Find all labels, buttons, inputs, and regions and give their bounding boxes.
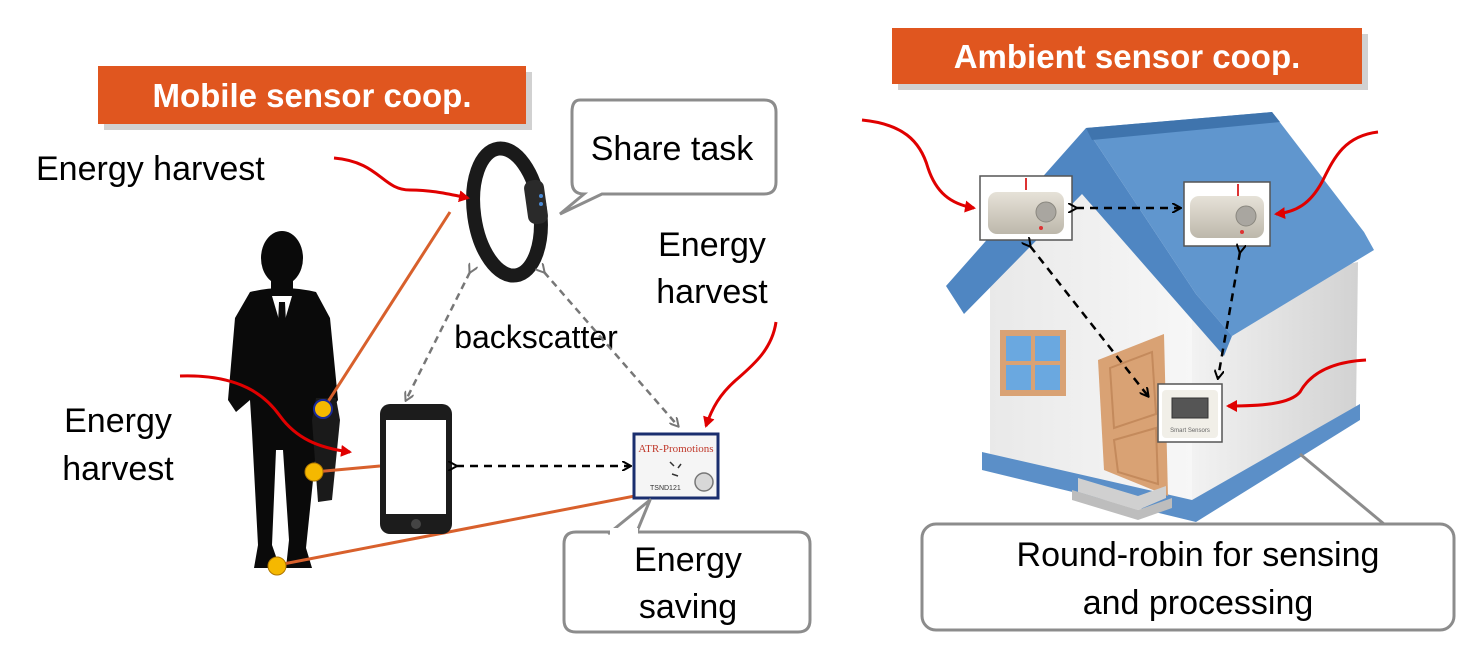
- link-sensor-right-thermostat: [1218, 252, 1240, 378]
- fitness-band-icon: [466, 141, 548, 283]
- energy-saving-label-1: Energy: [634, 541, 742, 579]
- share-task-label: Share task: [591, 130, 755, 168]
- round-robin-label-1: Round-robin for sensing: [1017, 536, 1380, 574]
- joint-dot-wrist: [313, 399, 333, 419]
- sensor-tag-icon: ATR-Promotions TSND121: [632, 432, 720, 500]
- thermostat-sensor-icon: Smart Sensors: [1157, 383, 1223, 443]
- harvest-arrow-thermostat: [1226, 358, 1367, 412]
- ambient-title: Ambient sensor coop.: [954, 38, 1301, 75]
- mobile-panel: Mobile sensor coop. Share task: [36, 66, 812, 634]
- link-pocket-to-phone: [313, 464, 381, 474]
- round-robin-callout: Round-robin for sensing and processing: [920, 452, 1456, 632]
- sensor-tag-model: TSND121: [650, 485, 681, 492]
- ambient-sensor-right-icon: [1183, 181, 1271, 247]
- energy-saving-callout: Energy saving: [562, 498, 812, 634]
- person-silhouette-icon: [228, 231, 340, 568]
- energy-saving-label-2: saving: [639, 588, 737, 626]
- energy-harvest-right-label-1: Energy: [658, 226, 766, 264]
- energy-harvest-left-label-1: Energy: [64, 402, 172, 440]
- link-ankle-to-tag: [277, 493, 641, 567]
- joint-dot-ankle: [267, 556, 287, 576]
- mobile-title-banner: [98, 66, 526, 124]
- harvest-arrow-sensor-right: [1274, 130, 1379, 220]
- harvest-arrow-band: [333, 156, 470, 203]
- mobile-title: Mobile sensor coop.: [152, 77, 471, 114]
- sensor-tag-brand: ATR-Promotions: [638, 443, 713, 455]
- harvest-arrow-tag: [703, 321, 778, 428]
- ambient-panel: Ambient sensor coop.: [861, 28, 1456, 632]
- link-sensor-left-thermostat: [1030, 246, 1148, 396]
- link-wrist-to-band: [322, 211, 452, 409]
- ambient-sensor-left-icon: [979, 175, 1073, 241]
- harvest-arrow-sensor-left: [861, 118, 976, 213]
- joint-dot-pocket: [304, 462, 324, 482]
- backscatter-link-band-tag: [544, 272, 678, 426]
- energy-harvest-right-label-2: harvest: [656, 273, 768, 311]
- harvest-arrow-phone: [179, 374, 352, 457]
- round-robin-label-2: and processing: [1083, 584, 1314, 622]
- energy-harvest-left-label-2: harvest: [62, 450, 174, 488]
- share-task-callout: Share task: [559, 98, 778, 216]
- energy-harvest-top-label: Energy harvest: [36, 150, 265, 188]
- smartphone-icon: [380, 404, 452, 534]
- thermostat-label: Smart Sensors: [1170, 428, 1210, 434]
- ambient-title-banner: [892, 28, 1362, 84]
- backscatter-label: backscatter: [454, 319, 618, 355]
